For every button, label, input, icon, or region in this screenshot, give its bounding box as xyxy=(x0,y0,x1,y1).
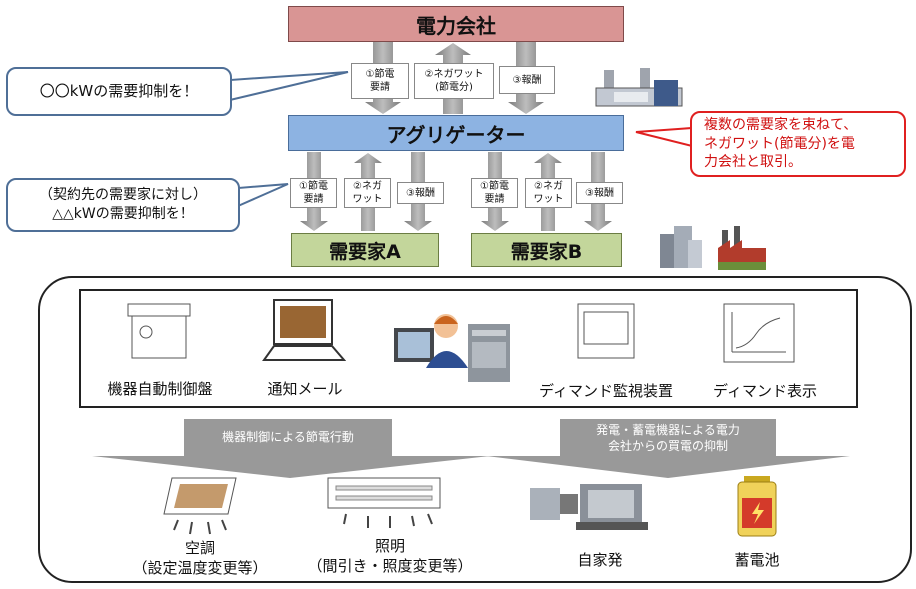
label-request-upper: ①節電 要請 xyxy=(351,63,409,99)
aggregator-box: アグリゲーター xyxy=(288,115,624,151)
generator-icon xyxy=(530,484,648,530)
label-self-generation: 自家発 xyxy=(577,551,623,569)
operator-computer-icon xyxy=(394,314,510,382)
callout-red: 複数の需要家を束ねて、 ネガワット(節電分)を電 力会社と取引。 xyxy=(690,111,906,177)
label-a-negawatt: ②ネガ ワット xyxy=(344,178,391,208)
demand-monitor-icon xyxy=(577,303,635,359)
label-aircon: 空調 （設定温度変更等） xyxy=(132,539,268,577)
banner-generation: 発電・蓄電機器による電力 会社からの買電の抑制 xyxy=(596,422,740,453)
consumer-b-box: 需要家B xyxy=(471,233,622,267)
power-company-box: 電力会社 xyxy=(288,6,624,42)
label-b-reward: ③報酬 xyxy=(576,182,623,204)
label-b-negawatt: ②ネガ ワット xyxy=(525,178,572,208)
battery-icon xyxy=(737,476,777,537)
laptop-icon xyxy=(262,299,346,361)
label-demand-monitor: ディマンド監視装置 xyxy=(539,382,673,400)
control-panel-icon xyxy=(127,303,191,359)
callout-upper: 〇〇kWの需要抑制を！ xyxy=(6,67,232,116)
measures-frame xyxy=(38,276,912,583)
lighting-icon xyxy=(327,477,441,528)
consumer-a-box: 需要家A xyxy=(291,233,439,267)
tools-frame xyxy=(79,289,858,408)
label-negawatt-upper: ②ネガワット (節電分) xyxy=(414,63,494,99)
label-demand-display: ディマンド表示 xyxy=(713,382,817,400)
banner-right-shape xyxy=(486,419,850,478)
label-a-reward: ③報酬 xyxy=(397,182,444,204)
office-building-icon xyxy=(660,226,702,268)
callout-lower: （契約先の需要家に対し） △△kWの需要抑制を！ xyxy=(6,178,240,232)
air-conditioner-icon xyxy=(163,477,237,535)
label-reward-upper: ③報酬 xyxy=(499,66,555,94)
banner-left-shape xyxy=(92,419,490,478)
power-plant-icon xyxy=(595,68,683,107)
label-a-request: ①節電 要請 xyxy=(290,178,337,208)
factory-icon xyxy=(718,226,766,270)
demand-display-icon xyxy=(723,303,795,363)
label-b-request: ①節電 要請 xyxy=(471,178,518,208)
label-auto-control-panel: 機器自動制御盤 xyxy=(107,380,213,398)
label-lighting: 照明 （間引き・照度変更等） xyxy=(307,537,473,575)
label-battery: 蓄電池 xyxy=(734,551,780,569)
label-notify-mail: 通知メール xyxy=(267,380,343,398)
banner-saving-action: 機器制御による節電行動 xyxy=(222,429,354,444)
